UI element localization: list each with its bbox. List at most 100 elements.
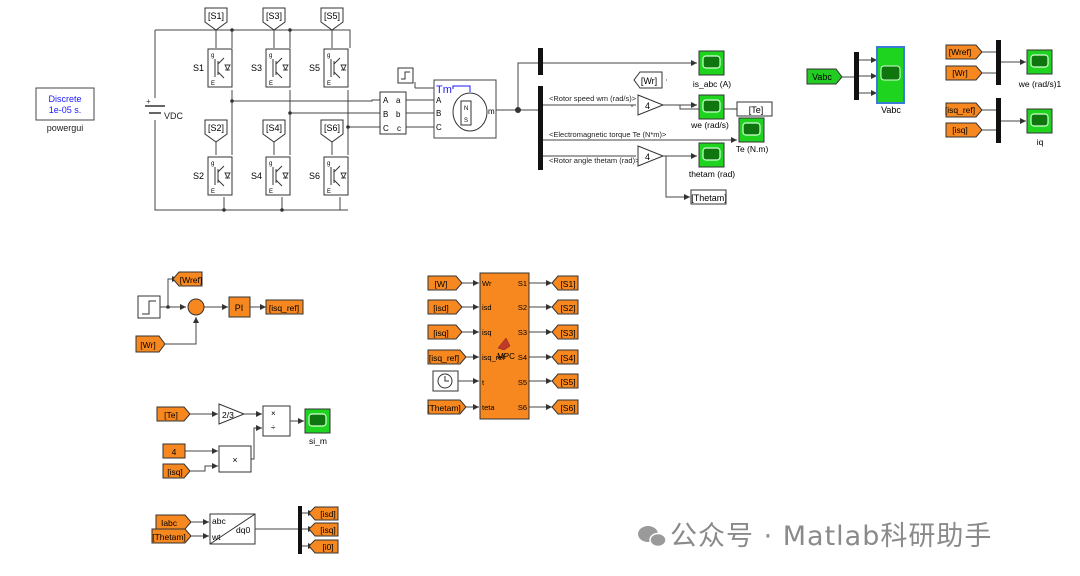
from-isd-mpc[interactable]: [isd] <box>427 299 463 315</box>
from-s6[interactable]: [S6] <box>320 119 344 143</box>
powergui-mode: Discrete <box>48 94 81 104</box>
signal-torque: <Electromagnetic torque Te (N*m)> <box>549 130 667 139</box>
from-isqref-right[interactable]: [isq_ref] <box>945 102 983 118</box>
from-thetam[interactable]: [Thetam] <box>151 528 192 544</box>
svg-text:S5: S5 <box>309 63 320 73</box>
scope-thetam-label: thetam (rad) <box>689 169 735 179</box>
svg-text:MPC: MPC <box>497 352 515 361</box>
svg-text:a: a <box>396 96 401 105</box>
svg-text:4: 4 <box>645 152 650 162</box>
from-s2[interactable]: [S2] <box>204 119 228 143</box>
pi-controller[interactable]: PI <box>228 296 251 318</box>
goto-i0[interactable]: [i0] <box>308 539 339 554</box>
gain-two-thirds[interactable]: 2/3 <box>218 403 246 425</box>
igbt-s1[interactable]: S1 g E <box>193 48 233 88</box>
from-wref-right[interactable]: [Wref] <box>945 44 983 60</box>
from-isqref-mpc[interactable]: [isq_ref] <box>427 349 467 365</box>
scope-vabc[interactable] <box>876 46 905 104</box>
gain-pole-pairs-speed[interactable]: 4 <box>637 94 665 116</box>
goto-s4[interactable]: [S4] <box>551 349 579 365</box>
powergui-block[interactable]: Discrete 1e-05 s. <box>35 87 95 121</box>
svg-text:S2: S2 <box>518 303 527 312</box>
demux-dq0[interactable] <box>298 506 302 554</box>
igbt-s6[interactable]: S6 g E <box>309 156 349 196</box>
svg-text:abc: abc <box>212 516 226 526</box>
goto-s6[interactable]: [S6] <box>551 399 579 415</box>
from-te[interactable]: [Te] <box>156 406 191 422</box>
from-wr-right[interactable]: [Wr] <box>945 65 983 81</box>
goto-isq-ref[interactable]: [isq_ref] <box>265 299 304 315</box>
mux-we[interactable] <box>996 40 1001 85</box>
from-isq-right[interactable]: [isq] <box>945 122 983 138</box>
goto-wref[interactable]: [Wref] <box>172 271 203 287</box>
scope-te[interactable] <box>738 117 765 143</box>
divide-block[interactable]: × ÷ <box>262 405 291 437</box>
goto-isq[interactable]: [isq] <box>308 522 339 537</box>
scope-si-m[interactable] <box>304 408 331 434</box>
mux-iq[interactable] <box>996 98 1001 143</box>
from-s1[interactable]: [S1] <box>204 7 228 31</box>
three-phase-measurement-block[interactable]: A B C a b c <box>379 91 407 135</box>
mpc-block[interactable]: Wr isd isq isq_ref t teta S1 S2 S3 S4 S5… <box>479 272 530 420</box>
we-mux-wires <box>982 51 1026 74</box>
igbt-s4[interactable]: S4 g E <box>251 156 291 196</box>
goto-isd[interactable]: [isd] <box>308 506 339 521</box>
sum-speed-error[interactable] <box>187 298 205 316</box>
step-input-tm[interactable] <box>397 67 414 84</box>
svg-text:[isq_ref]: [isq_ref] <box>429 353 459 363</box>
goto-s5[interactable]: [S5] <box>551 373 579 389</box>
goto-s2[interactable]: [S2] <box>551 299 579 315</box>
clock-block[interactable] <box>432 370 459 392</box>
gain-pole-pairs-angle[interactable]: 4 <box>637 145 665 167</box>
svg-text:Iabc: Iabc <box>161 518 178 528</box>
signal-rotor-angle: <Rotor angle thetam (rad)> <box>549 156 640 165</box>
goto-thetam[interactable]: [Thetam] <box>690 189 727 205</box>
from-w-mpc[interactable]: [W] <box>427 275 463 291</box>
const-4[interactable]: 4 <box>162 443 186 459</box>
from-s4[interactable]: [S4] <box>262 119 286 143</box>
bus-selector-top[interactable] <box>538 48 543 75</box>
step-speed-reference[interactable] <box>137 295 161 319</box>
svg-text:S6: S6 <box>518 403 527 412</box>
igbt-s2[interactable]: S2 g E <box>193 156 233 196</box>
abc-to-dq0-block[interactable]: abc wt dq0 <box>209 513 256 545</box>
svg-text:[isd]: [isd] <box>433 303 449 313</box>
from-s5[interactable]: [S5] <box>320 7 344 31</box>
pmsm-motor-block[interactable]: Tm A B C N S m <box>433 79 497 139</box>
svg-text:S3: S3 <box>251 63 262 73</box>
from-vabc[interactable]: Vabc <box>806 68 843 85</box>
svg-text:+: + <box>146 97 151 106</box>
product-block[interactable]: × <box>218 445 252 473</box>
scope-is-abc[interactable] <box>698 50 725 76</box>
dc-voltage-source[interactable]: + <box>145 97 165 114</box>
svg-text:[S2]: [S2] <box>560 303 575 313</box>
igbt-s3[interactable]: S3 g E <box>251 48 291 88</box>
from-iabc[interactable]: Iabc <box>155 514 192 530</box>
svg-text:t: t <box>482 378 485 387</box>
from-isq-te[interactable]: [isq] <box>162 463 191 479</box>
svg-text:b: b <box>396 110 401 119</box>
svg-text:Wr: Wr <box>482 279 492 288</box>
svg-text:[Te]: [Te] <box>164 410 178 420</box>
scope-thetam[interactable] <box>698 142 725 168</box>
scope-si-m-label: si_m <box>309 436 327 446</box>
from-thetam-mpc[interactable]: [Thetam] <box>427 399 467 415</box>
svg-text:[S6]: [S6] <box>560 403 575 413</box>
scope-we[interactable] <box>698 94 725 120</box>
goto-wr[interactable]: [Wr] <box>633 71 663 89</box>
bus-selector-main[interactable] <box>538 86 543 170</box>
scope-iq[interactable] <box>1026 108 1053 134</box>
svg-text:[isq]: [isq] <box>320 525 336 535</box>
svg-text:[Thetam]: [Thetam] <box>427 403 461 413</box>
goto-te[interactable]: [Te] <box>731 101 773 117</box>
goto-s1[interactable]: [S1] <box>551 275 579 291</box>
demux-vabc[interactable] <box>854 52 859 100</box>
goto-s3[interactable]: [S3] <box>551 324 579 340</box>
svg-text:[Te]: [Te] <box>749 105 764 115</box>
scope-we-compare[interactable] <box>1026 49 1053 75</box>
from-s3[interactable]: [S3] <box>262 7 286 31</box>
from-wr-speed[interactable]: [Wr] <box>135 335 166 353</box>
from-isq-mpc[interactable]: [isq] <box>427 324 463 340</box>
igbt-s5[interactable]: S5 g E <box>309 48 349 88</box>
svg-text:wt: wt <box>211 532 221 542</box>
